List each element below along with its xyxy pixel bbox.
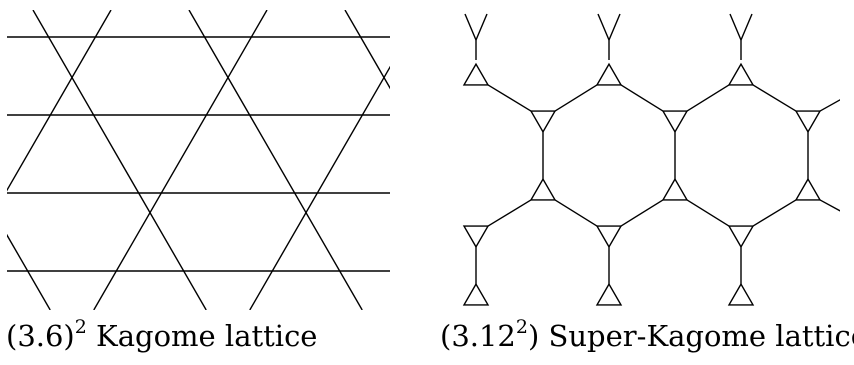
super-kagome-lattice-diagram [462, 13, 840, 306]
super-kagome-bond [608, 13, 621, 41]
kagome-caption-exponent: 2 [74, 316, 87, 339]
super-kagome-triangle [661, 177, 689, 201]
super-kagome-triangle [529, 177, 557, 201]
super-kagome-bond [819, 99, 840, 112]
super-kagome-triangle [462, 62, 490, 86]
kagome-diagonal-line [188, 10, 363, 310]
super-kagome-triangle [595, 225, 623, 249]
kagome-diagonal-line [501, 10, 674, 310]
super-kagome-triangle [529, 110, 557, 134]
super-kagome-triangle [462, 282, 490, 306]
super-kagome-bond [464, 13, 477, 41]
super-kagome-bond [597, 13, 610, 41]
super-kagome-triangle [727, 62, 755, 86]
super-kagome-bond [487, 84, 532, 112]
super-kagome-bond [686, 199, 730, 227]
super-kagome-bond [686, 84, 730, 112]
super-kagome-bond [620, 199, 664, 227]
super-kagome-triangle [462, 225, 490, 249]
super-kagome-bond [475, 13, 488, 41]
kagome-diagonal-line [657, 10, 830, 310]
kagome-diagonal-line [93, 10, 268, 310]
kagome-caption-text: Kagome lattice [86, 319, 318, 353]
kagome-diagonal-line [562, 10, 735, 310]
super-kagome-bond [729, 13, 742, 41]
super-kagome-bond [752, 84, 797, 112]
super-kagome-triangle [794, 177, 822, 201]
kagome-caption-open: (3.6) [6, 319, 75, 353]
kagome-lattice-diagram [7, 10, 830, 310]
kagome-diagonal-line [7, 233, 51, 310]
super-kagome-triangle [727, 225, 755, 249]
super-kagome-caption-exponent: 2 [515, 316, 528, 339]
super-kagome-caption: (3.122) Super-Kagome lattice [440, 318, 854, 354]
kagome-diagonal-line [406, 10, 579, 310]
kagome-diagonal-line [7, 10, 112, 192]
super-kagome-caption-open: (3.12 [440, 319, 516, 353]
super-kagome-triangle [595, 62, 623, 86]
super-kagome-bond [554, 84, 598, 112]
super-kagome-bond [487, 199, 532, 227]
super-kagome-triangle [794, 110, 822, 134]
kagome-diagonal-line [249, 65, 390, 310]
kagome-diagonal-line [32, 10, 207, 310]
super-kagome-bond [554, 199, 598, 227]
super-kagome-triangle [595, 282, 623, 306]
kagome-caption: (3.6)2 Kagome lattice [6, 318, 317, 354]
super-kagome-bond [740, 13, 753, 41]
kagome-diagonal-line [344, 10, 390, 90]
super-kagome-caption-close: ) Super-Kagome lattice [527, 319, 854, 353]
super-kagome-bond [819, 199, 840, 212]
super-kagome-triangle [727, 282, 755, 306]
super-kagome-triangle [661, 110, 689, 134]
super-kagome-bond [620, 84, 664, 112]
super-kagome-bond [752, 199, 797, 227]
